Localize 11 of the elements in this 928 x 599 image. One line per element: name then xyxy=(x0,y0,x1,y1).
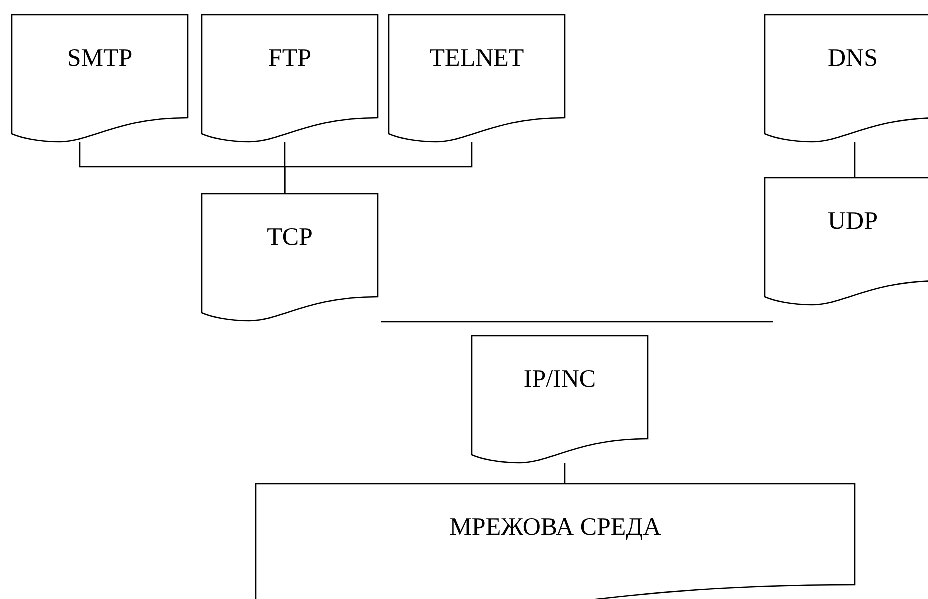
connector-line xyxy=(854,142,856,178)
protocol-label: МРЕЖОВА СРЕДА xyxy=(448,513,662,543)
protocol-label: DNS xyxy=(826,44,879,74)
protocol-label: TCP xyxy=(266,223,314,253)
protocol-label: FTP xyxy=(267,44,313,74)
protocol-label: SMTP xyxy=(66,44,134,74)
protocol-label: IP/INC xyxy=(522,365,598,395)
protocol-label: UDP xyxy=(826,207,879,237)
protocol-label: TELNET xyxy=(428,44,526,74)
connector-line xyxy=(284,142,473,194)
connector-line xyxy=(564,463,566,484)
